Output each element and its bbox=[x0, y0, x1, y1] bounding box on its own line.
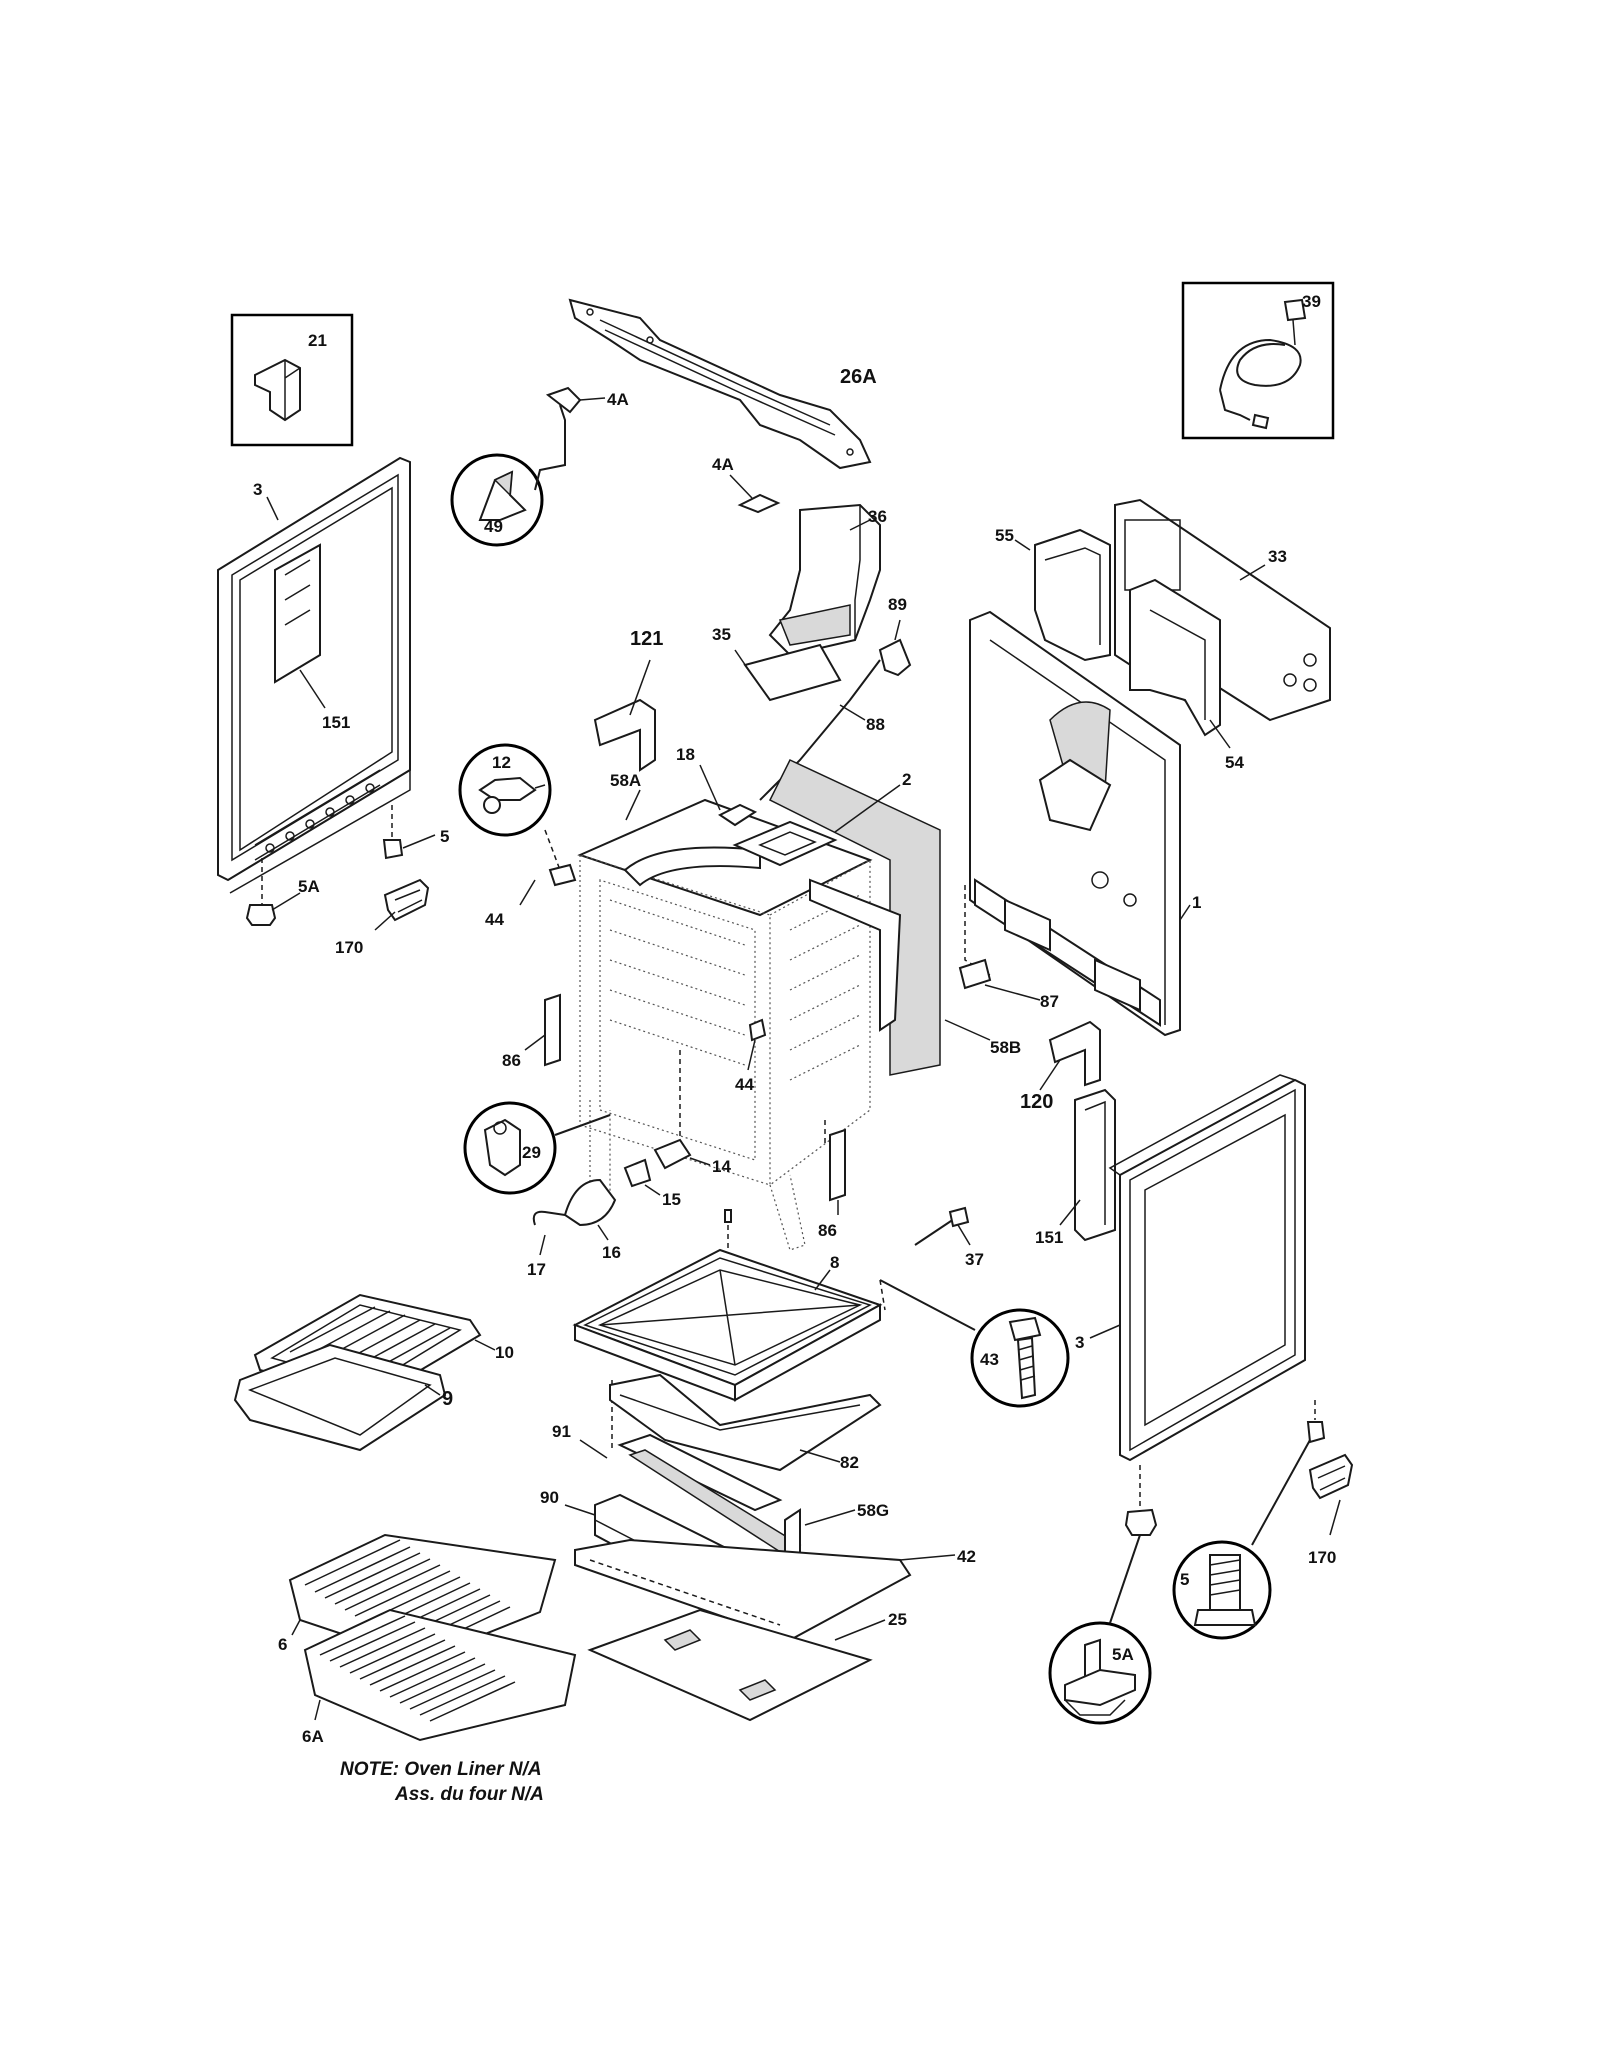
label-15: 15 bbox=[662, 1190, 681, 1209]
label-87: 87 bbox=[1040, 992, 1059, 1011]
label-44-left: 44 bbox=[485, 910, 504, 929]
label-5a-left: 5A bbox=[298, 877, 320, 896]
label-58g: 58G bbox=[857, 1501, 889, 1520]
oven-cavity: 2 18 58A 58B 44 bbox=[577, 745, 1021, 1251]
label-86-right: 86 bbox=[818, 1221, 837, 1240]
label-6: 6 bbox=[278, 1635, 287, 1654]
label-8: 8 bbox=[830, 1253, 839, 1272]
label-9: 9 bbox=[442, 1388, 453, 1410]
label-89: 89 bbox=[888, 595, 907, 614]
label-86-left: 86 bbox=[502, 1051, 521, 1070]
right-side-panel: 151 3 bbox=[1035, 1074, 1306, 1462]
label-120: 120 bbox=[1020, 1091, 1053, 1113]
label-33: 33 bbox=[1268, 547, 1287, 566]
label-1: 1 bbox=[1192, 893, 1201, 912]
label-14: 14 bbox=[712, 1157, 731, 1176]
part-5a-callout: 5A bbox=[1048, 1534, 1152, 1725]
label-44-mid: 44 bbox=[735, 1075, 754, 1094]
part-37: 37 bbox=[914, 1206, 984, 1269]
top-trim-26a: 26A bbox=[568, 298, 877, 470]
bracket-120: 120 bbox=[1020, 1020, 1101, 1113]
label-4a-mid: 4A bbox=[712, 455, 734, 474]
label-3-right: 3 bbox=[1075, 1333, 1084, 1352]
label-12: 12 bbox=[492, 753, 511, 772]
part-39-inset: 39 bbox=[1181, 281, 1335, 440]
label-82: 82 bbox=[840, 1453, 859, 1472]
left-levelers: 5 5A 170 bbox=[245, 805, 449, 957]
label-90: 90 bbox=[540, 1488, 559, 1507]
hinge-86-left: 86 bbox=[502, 993, 561, 1070]
note-line-1: NOTE: Oven Liner N/A bbox=[340, 1759, 542, 1780]
label-25: 25 bbox=[888, 1610, 907, 1629]
label-10: 10 bbox=[495, 1343, 514, 1362]
light-assembly: 14 15 16 17 bbox=[527, 1050, 731, 1279]
bottom-assembly: 8 82 91 58G 90 42 25 bbox=[540, 1209, 976, 1722]
right-levelers: 170 bbox=[1124, 1400, 1354, 1567]
label-16: 16 bbox=[602, 1243, 621, 1262]
vent-parts: 4A 36 35 89 88 bbox=[712, 455, 912, 801]
label-43: 43 bbox=[980, 1350, 999, 1369]
label-39: 39 bbox=[1302, 292, 1321, 311]
hinge-86-right: 86 bbox=[818, 1120, 846, 1240]
label-5-right: 5 bbox=[1180, 1570, 1189, 1589]
label-4a-top: 4A bbox=[607, 390, 629, 409]
label-151-left: 151 bbox=[322, 713, 350, 732]
note-line-2: Ass. du four N/A bbox=[394, 1784, 544, 1805]
back-panel-1: 1 87 bbox=[958, 610, 1201, 1037]
part-43-callout: 43 bbox=[879, 1279, 1070, 1408]
label-170-right: 170 bbox=[1308, 1548, 1336, 1567]
label-151-right: 151 bbox=[1035, 1228, 1063, 1247]
label-91: 91 bbox=[552, 1422, 571, 1441]
label-58a: 58A bbox=[610, 771, 641, 790]
label-26a: 26A bbox=[840, 366, 877, 388]
left-side-panel: 3 151 bbox=[217, 456, 411, 894]
label-49: 49 bbox=[484, 517, 503, 536]
note: NOTE: Oven Liner N/A Ass. du four N/A bbox=[340, 1759, 544, 1805]
part-21-inset: 21 bbox=[230, 313, 354, 447]
part-12-callout: 12 44 bbox=[458, 743, 577, 929]
label-6a: 6A bbox=[302, 1727, 324, 1746]
label-35: 35 bbox=[712, 625, 731, 644]
label-3-left: 3 bbox=[253, 480, 262, 499]
label-5a-right: 5A bbox=[1112, 1645, 1134, 1664]
label-54: 54 bbox=[1225, 753, 1244, 772]
label-58b: 58B bbox=[990, 1038, 1021, 1057]
label-42: 42 bbox=[957, 1547, 976, 1566]
label-29: 29 bbox=[522, 1143, 541, 1162]
label-18: 18 bbox=[676, 745, 695, 764]
label-2: 2 bbox=[902, 770, 911, 789]
part-49-callout: 49 4A bbox=[450, 386, 629, 547]
label-17: 17 bbox=[527, 1260, 546, 1279]
label-170-left: 170 bbox=[335, 938, 363, 957]
label-121: 121 bbox=[630, 628, 663, 650]
bracket-121: 121 bbox=[593, 628, 663, 772]
part-5-callout: 5 bbox=[1172, 1439, 1311, 1640]
oven-racks: 6 6A bbox=[278, 1533, 577, 1746]
part-29-callout: 29 bbox=[463, 1101, 611, 1195]
back-upper-panels: 55 33 54 bbox=[995, 498, 1331, 772]
label-37: 37 bbox=[965, 1250, 984, 1269]
label-55: 55 bbox=[995, 526, 1014, 545]
label-88: 88 bbox=[866, 715, 885, 734]
label-36: 36 bbox=[868, 507, 887, 526]
label-5-left: 5 bbox=[440, 827, 449, 846]
label-21: 21 bbox=[308, 331, 327, 350]
broiler-pan: 10 9 bbox=[233, 1293, 514, 1452]
